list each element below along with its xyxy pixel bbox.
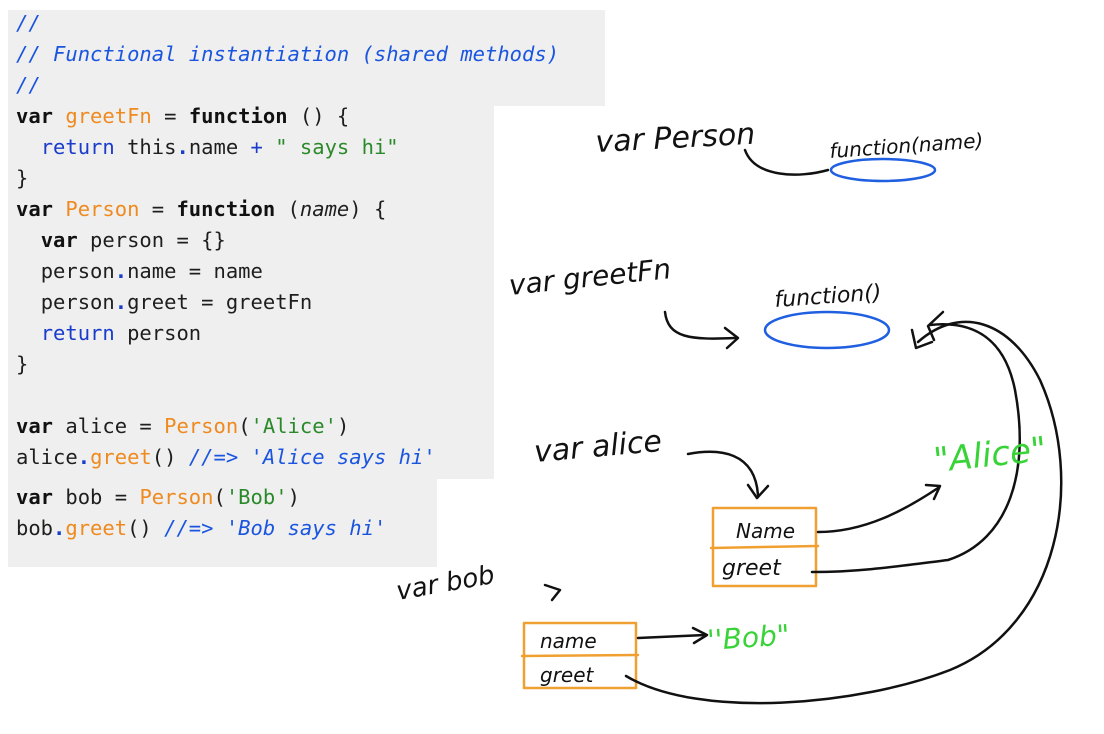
- code-line-11: return person: [40, 321, 202, 345]
- alice-arrow: [686, 450, 760, 497]
- code-bg-body: [8, 106, 494, 479]
- code-line-2: // Functional instantiation (shared meth…: [16, 39, 559, 70]
- var-alice-label: var alice: [533, 424, 664, 470]
- var-greetfn-label: var greetFn: [507, 252, 672, 302]
- code-line-8: var person = {}: [40, 228, 226, 252]
- bob-string-label: ''Bob": [706, 618, 790, 657]
- function-empty-label: function(): [774, 281, 883, 313]
- code-line-10: person.greet = greetFn: [40, 290, 313, 314]
- alice-name-slot: Name: [736, 519, 795, 543]
- alice-box-divider: [709, 544, 820, 550]
- bob-box-divider: [520, 653, 640, 658]
- bob-name-slot: name: [540, 629, 597, 653]
- code-line-5: return this.name + " says hi": [40, 135, 399, 159]
- alice-greet-arrowhead: [926, 310, 945, 342]
- code-line-1: //: [16, 8, 559, 39]
- code-line-15: alice.greet() //=> 'Alice says hi': [16, 445, 436, 469]
- bob-arrow: [543, 583, 562, 602]
- greetfn-arrowhead: [723, 326, 740, 350]
- comment: //: [16, 73, 41, 97]
- var-bob-label: var bob: [394, 560, 497, 607]
- code-bg-bob: [8, 479, 437, 567]
- code-bg-header: [8, 10, 605, 106]
- bob-greet-slot: greet: [540, 663, 595, 687]
- code-line-16: var bob = Person('Bob'): [16, 485, 300, 509]
- alice-greet-arrow: [810, 323, 1021, 574]
- code-line-6: }: [16, 166, 29, 190]
- var-person-label: var Person: [595, 117, 757, 160]
- alice-arrowhead: [746, 483, 770, 500]
- comment-title: // Functional instantiation (shared meth…: [16, 42, 560, 66]
- code-line-12: }: [16, 352, 29, 376]
- bob-greet-arrowhead: [910, 328, 934, 350]
- alice-string-label: "Alice": [932, 429, 1049, 481]
- person-arrow: [743, 148, 830, 176]
- function-name-label: function(name): [829, 128, 984, 163]
- function-empty-circle: [763, 310, 891, 350]
- code-line-4: var greetFn = function () {: [16, 104, 350, 128]
- alice-name-arrow: [816, 486, 940, 534]
- greetfn-arrow: [663, 310, 737, 340]
- bob-name-arrowhead: [691, 626, 709, 645]
- code-line-14: var alice = Person('Alice'): [16, 414, 350, 438]
- bob-name-arrow: [636, 633, 707, 640]
- alice-greet-slot: greet: [722, 556, 782, 581]
- alice-name-arrowhead: [924, 483, 942, 501]
- code-block: // // Functional instantiation (shared me…: [16, 8, 559, 544]
- code-line-3: //: [16, 70, 559, 101]
- code-line-17: bob.greet() //=> 'Bob says hi': [16, 516, 387, 540]
- comment: //: [16, 11, 41, 35]
- function-name-circle: [829, 157, 937, 183]
- bob-greet-arrow: [624, 320, 1063, 705]
- code-line-9: person.name = name: [40, 259, 263, 283]
- code-line-7: var Person = function (name) {: [16, 197, 387, 221]
